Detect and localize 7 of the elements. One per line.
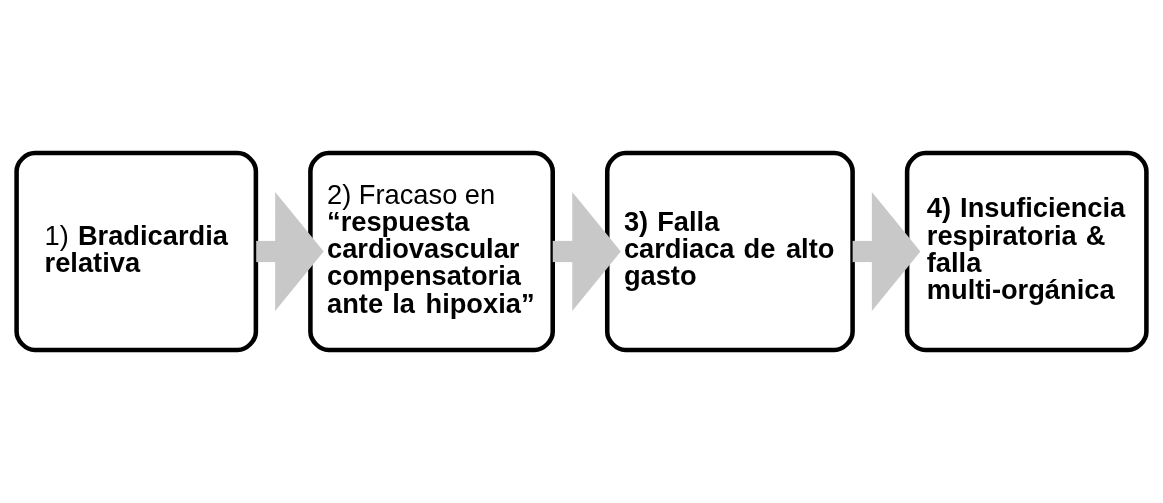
node-box: 4) Insuficiencia respiratoria & falla multi-orgánica xyxy=(904,150,1149,353)
arrow xyxy=(552,192,621,311)
node-box: 2) Fracaso en “respuesta cardiovascular compensatoria ante la hipoxia” xyxy=(308,150,555,353)
arrow xyxy=(256,192,324,311)
node-box: 1) Bradicardia relativa xyxy=(14,150,259,353)
node-box: 3) Falla cardiaca de alto gasto xyxy=(605,150,855,353)
arrow xyxy=(852,192,921,311)
